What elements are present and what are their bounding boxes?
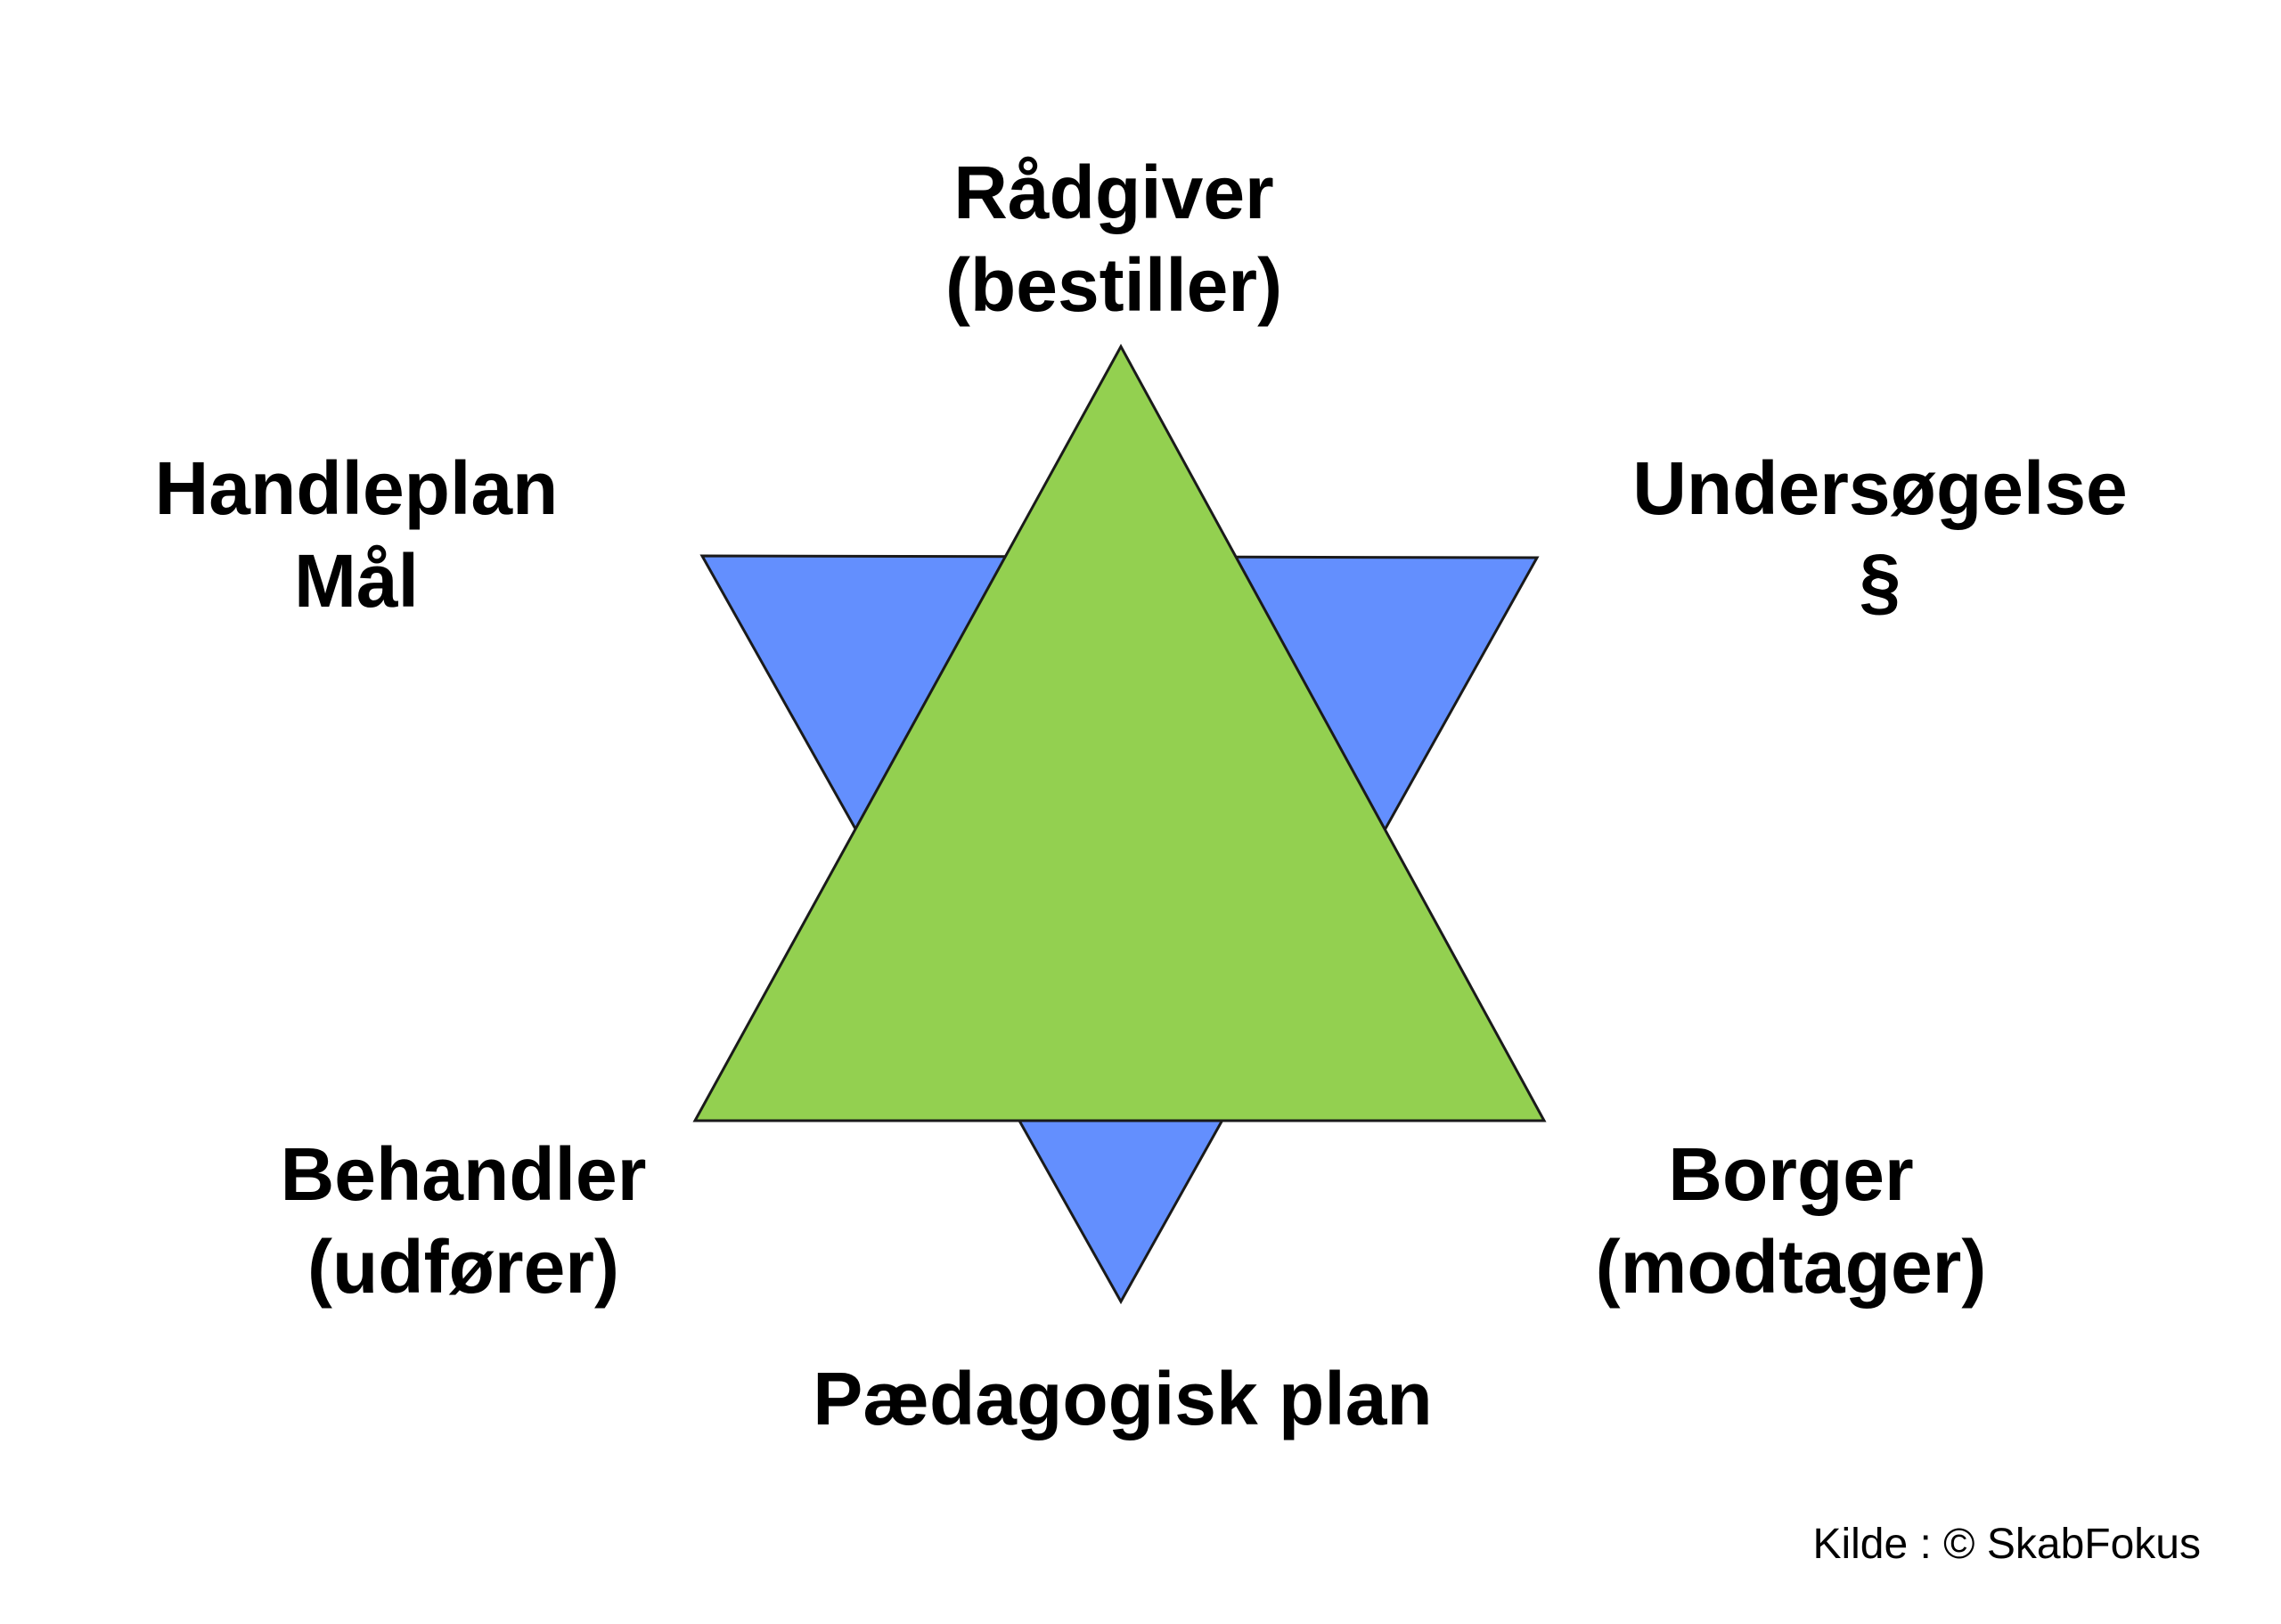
label-paedagogisk-plan: Pædagogisk plan: [784, 1352, 1461, 1445]
label-behandler-line2: (udfører): [307, 1225, 619, 1309]
upright-triangle: [692, 343, 1547, 1122]
label-paedagogisk-plan-text: Pædagogisk plan: [813, 1357, 1433, 1440]
label-handleplan: Handleplan Mål: [134, 442, 579, 627]
label-undersogelse-line2: §: [1859, 539, 1901, 623]
label-handleplan-line2: Mål: [293, 539, 420, 623]
label-handleplan-line1: Handleplan: [154, 446, 559, 530]
label-undersogelse-line1: Undersøgelse: [1632, 446, 2128, 530]
label-behandler: Behandler (udfører): [258, 1128, 668, 1313]
label-radgiver: Rådgiver (bestiller): [936, 146, 1292, 331]
label-undersogelse: Undersøgelse §: [1604, 442, 2156, 627]
label-behandler-line1: Behandler: [280, 1132, 647, 1216]
source-credit: Kilde : © SkabFokus: [1812, 1521, 2201, 1568]
label-borger-line2: (modtager): [1595, 1225, 1987, 1309]
label-radgiver-line1: Rådgiver: [953, 151, 1274, 234]
label-radgiver-line2: (bestiller): [944, 243, 1283, 327]
label-borger: Borger (modtager): [1568, 1128, 2014, 1313]
label-borger-line1: Borger: [1668, 1132, 1914, 1216]
